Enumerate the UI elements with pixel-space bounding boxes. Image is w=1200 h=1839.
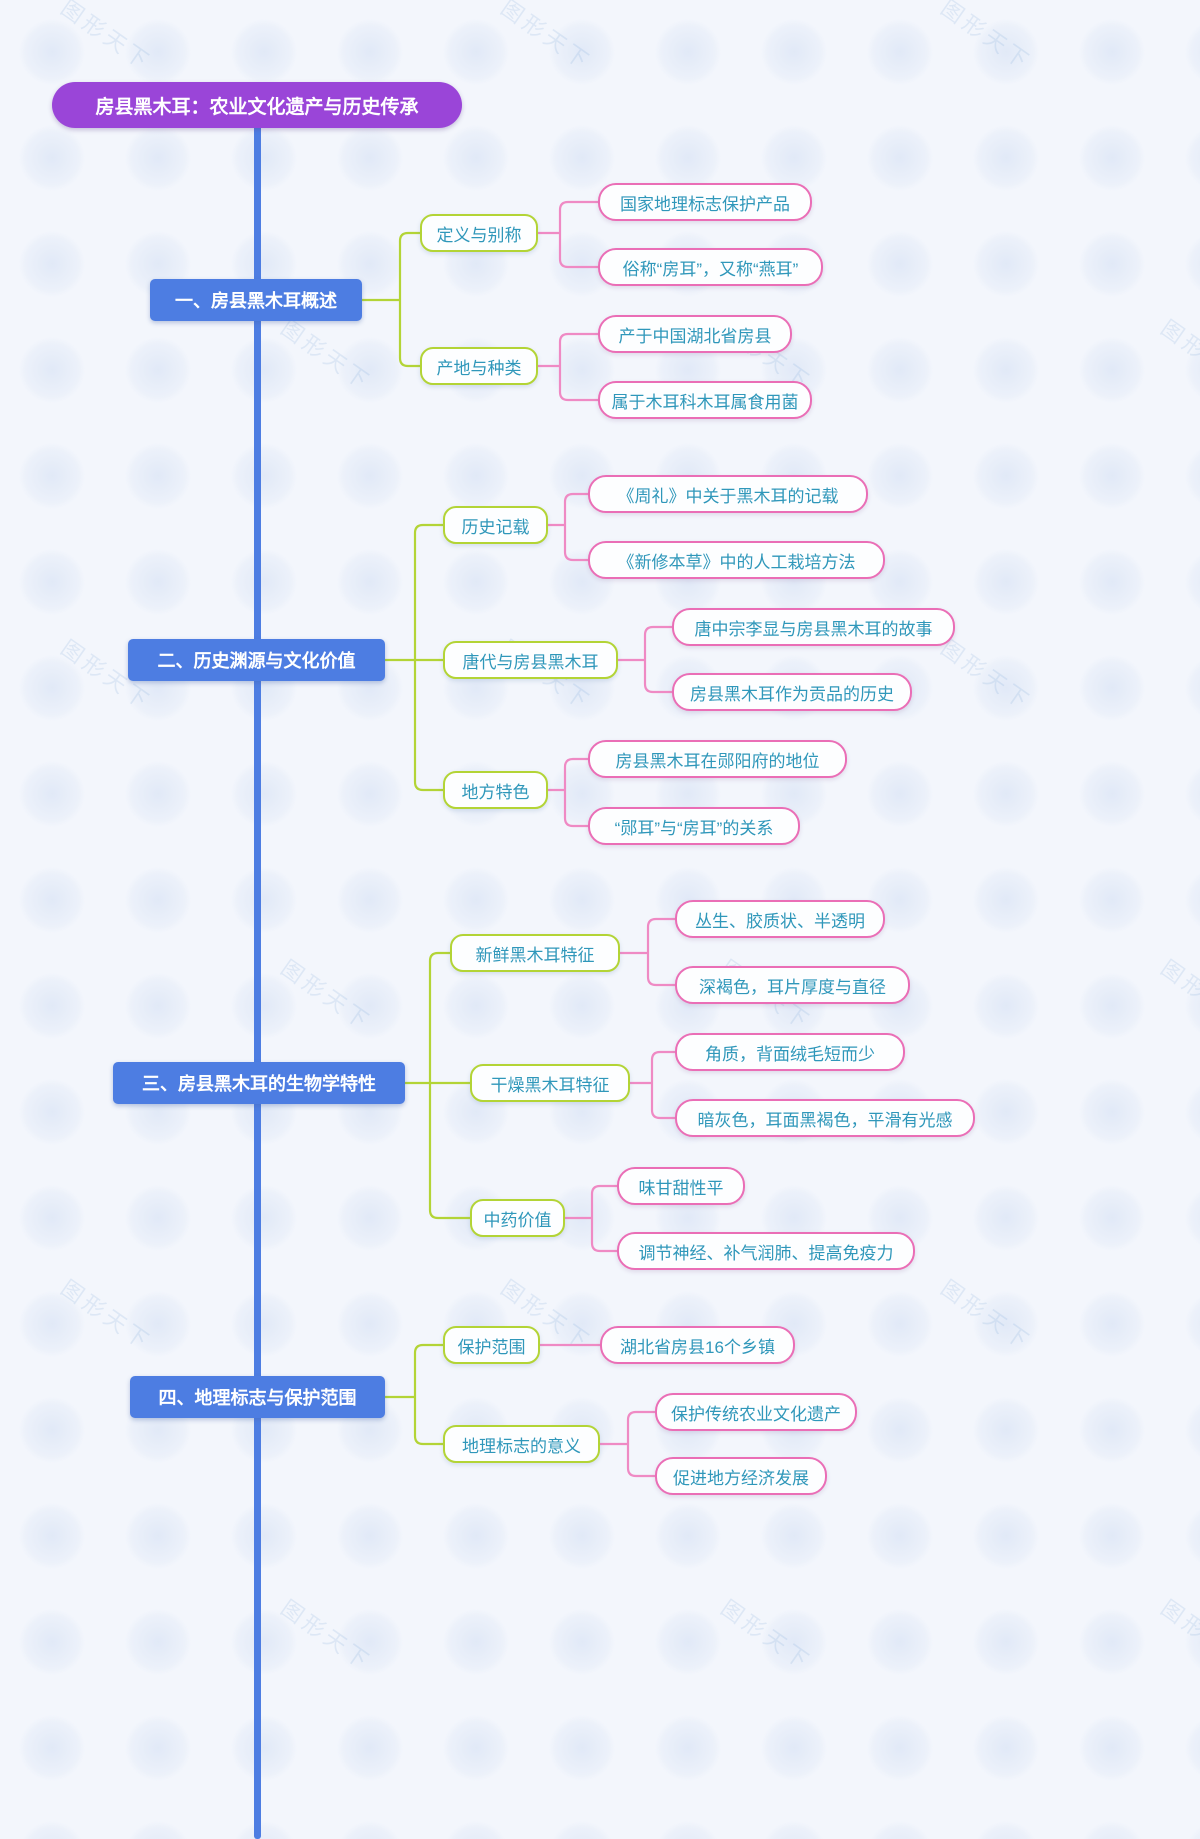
leaf-health-benefits[interactable]: 调节神经、补气润肺、提高免疫力: [617, 1232, 915, 1270]
leaf-16-townships[interactable]: 湖北省房县16个乡镇: [600, 1326, 795, 1364]
topic-tang-dynasty[interactable]: 唐代与房县黑木耳: [443, 641, 618, 679]
leaf-dark-brown-thickness[interactable]: 深褐色，耳片厚度与直径: [675, 966, 910, 1004]
leaf-protect-agri-heritage[interactable]: 保护传统农业文化遗产: [655, 1393, 857, 1431]
topic-origin-species[interactable]: 产地与种类: [420, 347, 538, 385]
topic-dried-features[interactable]: 干燥黑木耳特征: [470, 1064, 630, 1102]
branch-1-node[interactable]: 一、房县黑木耳概述: [150, 279, 362, 321]
root-title-node[interactable]: 房县黑木耳：农业文化遗产与历史传承: [52, 82, 462, 128]
leaf-yuner-fanger-relation[interactable]: “郧耳”与“房耳”的关系: [588, 807, 800, 845]
leaf-common-names[interactable]: 俗称“房耳”，又称“燕耳”: [598, 248, 823, 286]
main-spine-line: [254, 118, 261, 1839]
leaf-produced-in-fangxian[interactable]: 产于中国湖北省房县: [598, 315, 792, 353]
leaf-clustered-gelatinous[interactable]: 丛生、胶质状、半透明: [675, 900, 885, 938]
leaf-emperor-lixian-story[interactable]: 唐中宗李显与房县黑木耳的故事: [672, 608, 955, 646]
leaf-national-gi-product[interactable]: 国家地理标志保护产品: [598, 183, 812, 221]
topic-local-features[interactable]: 地方特色: [443, 771, 548, 809]
topic-gi-significance[interactable]: 地理标志的意义: [443, 1425, 600, 1463]
topic-historical-records[interactable]: 历史记载: [443, 506, 548, 544]
topic-fresh-features[interactable]: 新鲜黑木耳特征: [450, 934, 620, 972]
topic-medicinal-value[interactable]: 中药价值: [470, 1199, 565, 1237]
leaf-yunyang-status[interactable]: 房县黑木耳在郧阳府的地位: [588, 740, 847, 778]
leaf-horny-short-fuzz[interactable]: 角质，背面绒毛短而少: [675, 1033, 905, 1071]
leaf-zhouli-record[interactable]: 《周礼》中关于黑木耳的记载: [588, 475, 868, 513]
branch-2-node[interactable]: 二、历史渊源与文化价值: [128, 639, 385, 681]
topic-definition-aliases[interactable]: 定义与别称: [420, 214, 538, 252]
leaf-dark-gray-smooth[interactable]: 暗灰色，耳面黑褐色，平滑有光感: [675, 1099, 975, 1137]
branch-4-node[interactable]: 四、地理标志与保护范围: [130, 1376, 385, 1418]
leaf-xinxiu-bencao-cultivation[interactable]: 《新修本草》中的人工栽培方法: [588, 541, 885, 579]
leaf-promote-economy[interactable]: 促进地方经济发展: [655, 1457, 827, 1495]
topic-protection-scope[interactable]: 保护范围: [443, 1326, 540, 1364]
leaf-auricularia-family[interactable]: 属于木耳科木耳属食用菌: [598, 381, 812, 419]
leaf-tribute-history[interactable]: 房县黑木耳作为贡品的历史: [672, 673, 912, 711]
branch-3-node[interactable]: 三、房县黑木耳的生物学特性: [113, 1062, 405, 1104]
leaf-sweet-neutral[interactable]: 味甘甜性平: [617, 1167, 745, 1205]
